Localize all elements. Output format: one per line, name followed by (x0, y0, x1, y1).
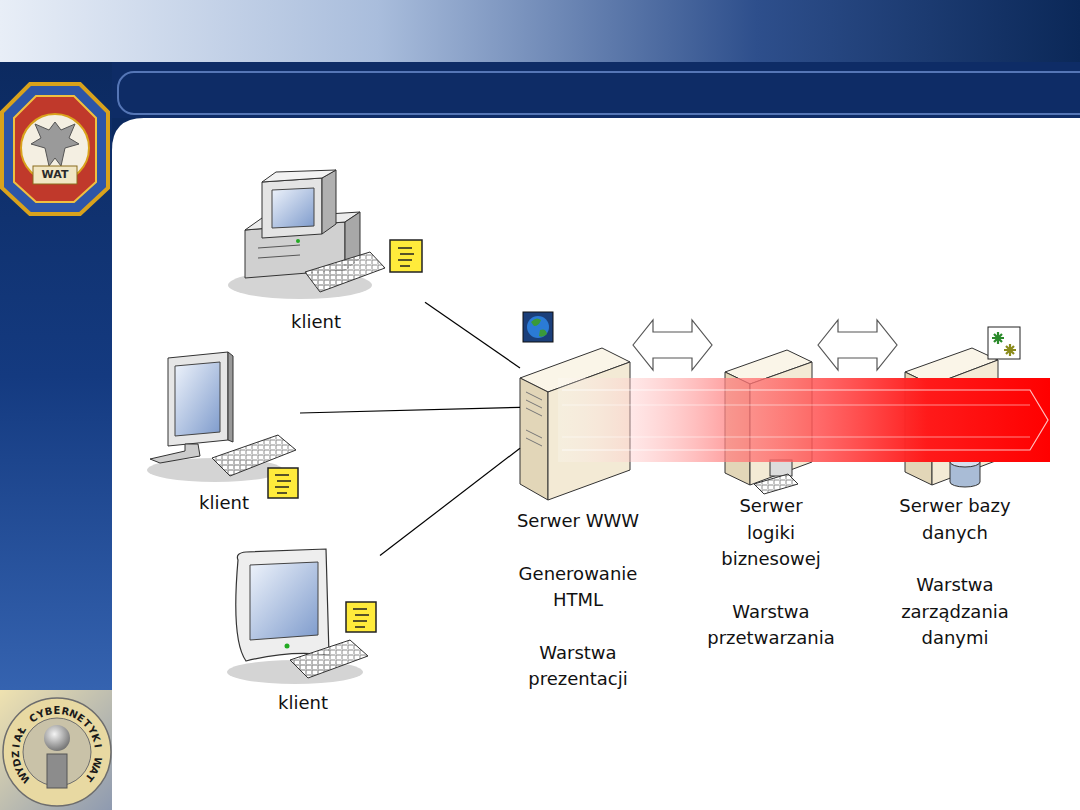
university-crest (2, 84, 108, 214)
faculty-logo (0, 690, 112, 810)
node-description: Generowanie HTML (503, 561, 653, 614)
double-block-arrow (633, 320, 712, 370)
request-flow-band (558, 378, 1050, 462)
node-text-group: klient (159, 490, 289, 517)
network-link (380, 448, 520, 555)
node-description: Warstwa prezentacji (503, 640, 653, 693)
node-title: Serwer logiki biznesowej (715, 493, 827, 573)
node-text-group: klient (251, 309, 381, 336)
network-link (425, 302, 520, 368)
document-icon (346, 602, 376, 632)
network-link (300, 407, 520, 413)
settings-icon (988, 327, 1020, 359)
server-node: Serwer WWW Generowanie HTML Warstwa prezen… (498, 312, 658, 693)
client-node: klient (145, 345, 300, 517)
double-block-arrow (818, 320, 897, 370)
node-icon-area (715, 350, 815, 493)
node-title: klient (251, 309, 381, 336)
node-text-group: klient (238, 690, 368, 717)
node-title: klient (159, 490, 289, 517)
globe-icon (523, 312, 553, 342)
node-title: Serwer bazy danych (880, 493, 1030, 546)
node-icon-area (225, 545, 380, 685)
desktop-computer-icon (228, 170, 385, 299)
lcd-computer-icon (147, 352, 296, 482)
node-icon-area (900, 325, 1022, 493)
node-description: Warstwa zarządzania danymi (880, 572, 1030, 652)
document-icon (390, 240, 422, 272)
server-node: Serwer logiki biznesowejWarstwa przetwar… (686, 350, 856, 652)
client-node: klient (225, 545, 380, 717)
document-icon (268, 468, 298, 498)
node-title: klient (238, 690, 368, 717)
node-text-group: Serwer logiki biznesowejWarstwa przetwar… (686, 493, 856, 652)
node-icon-area (520, 312, 630, 500)
crest-text: WAT (33, 167, 77, 182)
node-text-group: Serwer bazy danychWarstwa zarządzania da… (875, 493, 1035, 652)
node-title: Serwer WWW (503, 508, 653, 535)
client-node: klient (230, 165, 425, 336)
node-text-group: Serwer WWW Generowanie HTML Warstwa prezen… (498, 508, 658, 693)
node-icon-area (230, 165, 425, 305)
node-description: Warstwa przetwarzania (689, 599, 854, 652)
node-icon-area (145, 345, 300, 485)
server-node: Serwer bazy danychWarstwa zarządzania da… (875, 325, 1035, 652)
